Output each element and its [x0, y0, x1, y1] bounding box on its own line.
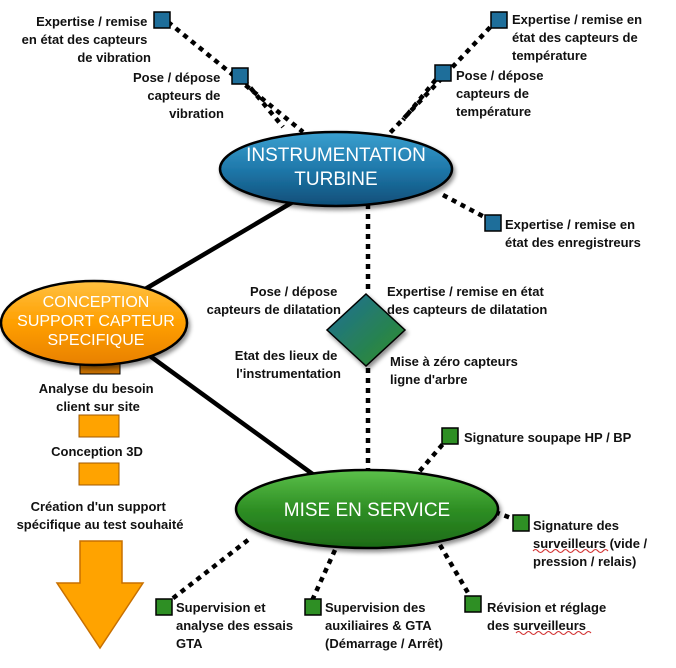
label-vib-pose: Pose / dépose capteurs de vibration [133, 70, 224, 121]
instrumentation-diamond [325, 292, 407, 368]
step-box-conception3d [78, 414, 120, 438]
square-temp-expertise [490, 11, 508, 29]
label-enreg: Expertise / remise en état des enregistr… [505, 217, 641, 250]
link-turbine-conception [128, 194, 305, 300]
square-temp-pose [434, 64, 452, 82]
node-service-label: MISE EN SERVICE [284, 500, 450, 521]
node-conception-line3: SPECIFIQUE [48, 332, 145, 349]
node-conception-line2: SUPPORT CAPTEUR [17, 313, 175, 330]
spellcheck-underline-surveilleurs-2 [515, 630, 592, 636]
label-creation: Création d'un support spécifique au test… [17, 499, 184, 532]
label-sig-surv: Signature des surveilleurs (vide / press… [533, 518, 651, 569]
label-analyse: Analyse du besoin client sur site [39, 381, 158, 414]
square-sup-aux [304, 598, 322, 616]
square-vib-pose [231, 67, 249, 85]
node-conception-support[interactable]: CONCEPTION SUPPORT CAPTEUR SPECIFIQUE [0, 279, 189, 367]
node-turbine-line2: TURBINE [294, 169, 377, 190]
label-vib-expertise: Expertise / remise en état des capteurs … [22, 14, 151, 65]
step-box-creation [78, 462, 120, 486]
square-vib-expertise [153, 11, 171, 29]
square-sig-surv [512, 514, 530, 532]
spellcheck-underline-surveilleurs [532, 548, 609, 554]
label-dil-pose: Pose / dépose capteurs de dilatation [207, 284, 341, 317]
label-zero: Mise à zéro capteurs ligne d'arbre [390, 354, 522, 387]
node-conception-line1: CONCEPTION [43, 294, 150, 311]
label-temp-expertise: Expertise / remise en état des capteurs … [512, 12, 646, 63]
label-dil-expertise: Expertise / remise en état des capteurs … [387, 284, 547, 317]
label-revision: Révision et réglage des surveilleurs [487, 600, 610, 633]
label-temp-pose: Pose / dépose capteurs de température [456, 68, 547, 119]
square-sup-essais [155, 598, 173, 616]
dots-revision [438, 543, 476, 605]
label-sig-soupape: Signature soupape HP / BP [464, 430, 632, 445]
dots-sup-essais [161, 538, 250, 608]
link-conception-service [148, 354, 320, 480]
square-sig-soupape [441, 427, 459, 445]
dots-temp-expertise [386, 18, 499, 137]
node-instrumentation-turbine[interactable]: INSTRUMENTATION TURBINE [218, 130, 454, 208]
dots-vib-pose [242, 78, 285, 129]
down-arrow-icon [55, 540, 145, 650]
square-revision [464, 595, 482, 613]
label-conception3d: Conception 3D [51, 444, 143, 459]
label-sup-essais: Supervision et analyse des essais GTA [176, 600, 297, 651]
node-turbine-line1: INSTRUMENTATION [246, 145, 426, 166]
dots-enreg [441, 193, 492, 222]
label-sup-aux: Supervision des auxiliaires & GTA (Démar… [325, 600, 443, 651]
dots-sup-aux [307, 549, 338, 606]
node-mise-en-service[interactable]: MISE EN SERVICE [234, 468, 500, 550]
square-enreg [484, 214, 502, 232]
label-etat-lieux: Etat des lieux de l'instrumentation [235, 348, 341, 381]
